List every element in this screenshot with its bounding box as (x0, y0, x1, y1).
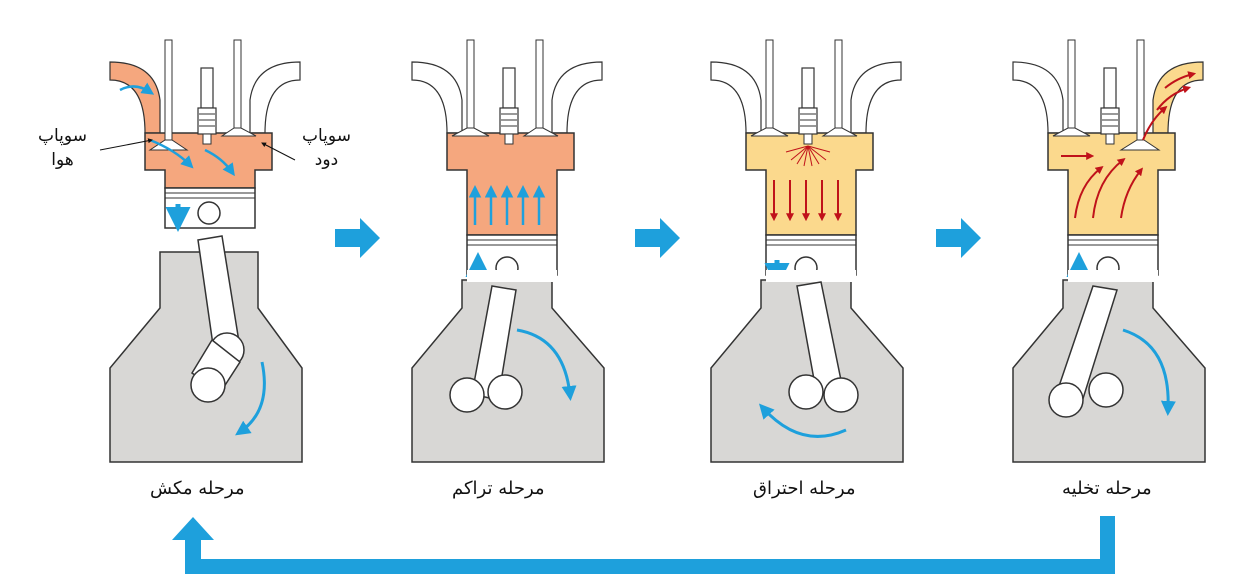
intake-port (1012, 61, 1064, 134)
next-stage-arrow (635, 218, 680, 258)
crankshaft (487, 374, 523, 410)
exhaust-flow-arrows (1061, 71, 1197, 219)
piston-pin (197, 201, 221, 225)
exhaust-valve-label: سوپاپ دود (302, 126, 351, 170)
intake-valve (148, 39, 189, 151)
next-stage-arrow (936, 218, 981, 258)
crankshaft (190, 367, 226, 403)
crank-rotation-arrow (758, 403, 847, 438)
intake-port (710, 61, 762, 134)
spark-plug (1100, 67, 1120, 145)
exhaust-valve (522, 39, 559, 137)
exhaust-port (850, 61, 902, 134)
compression-arrows (468, 185, 546, 225)
expansion-arrows (770, 180, 842, 222)
intake-valve (750, 39, 789, 137)
exhaust-port (249, 61, 301, 134)
cycle-return-arrow (172, 516, 1115, 574)
exhaust-valve (821, 39, 858, 137)
crank-rotation-arrow (516, 328, 577, 401)
stage-exhaust (1012, 39, 1206, 463)
exhaust-port (1152, 61, 1204, 134)
flow-arrow (149, 138, 194, 169)
intake-valve-label: سوپاپ هوا (38, 126, 87, 170)
spark-plug (798, 67, 818, 145)
intake-valve (1052, 39, 1091, 137)
stage-label-intake: مرحله مکش (150, 478, 245, 499)
crankcase (411, 279, 605, 463)
flow-arrow (204, 148, 235, 177)
crankshaft (788, 374, 824, 410)
spark-plug (499, 67, 519, 145)
intake-valve (451, 39, 490, 137)
stage-label-compression: مرحله تراکم (452, 478, 545, 499)
crank-pin (1048, 382, 1084, 418)
combustion-chamber (446, 132, 575, 236)
intake-port (109, 61, 161, 134)
flow-arrow (119, 82, 155, 95)
crank-rotation-arrow (235, 361, 266, 436)
stage-label-exhaust: مرحله تخلیه (1062, 478, 1152, 499)
spark-rays (785, 145, 831, 167)
stage-combustion (710, 39, 904, 463)
crank-rotation-arrow (1122, 328, 1176, 416)
exhaust-valve (220, 39, 257, 137)
stage-label-combustion: مرحله احتراق (753, 478, 856, 499)
intake-port (411, 61, 463, 134)
spark-plug (197, 67, 217, 145)
next-stage-arrow (335, 218, 380, 258)
stage-intake (99, 39, 303, 463)
exhaust-port (551, 61, 603, 134)
stage-compression (411, 39, 605, 463)
crank-pin (823, 377, 859, 413)
crankshaft (1088, 372, 1124, 408)
crank-pin (449, 377, 485, 413)
